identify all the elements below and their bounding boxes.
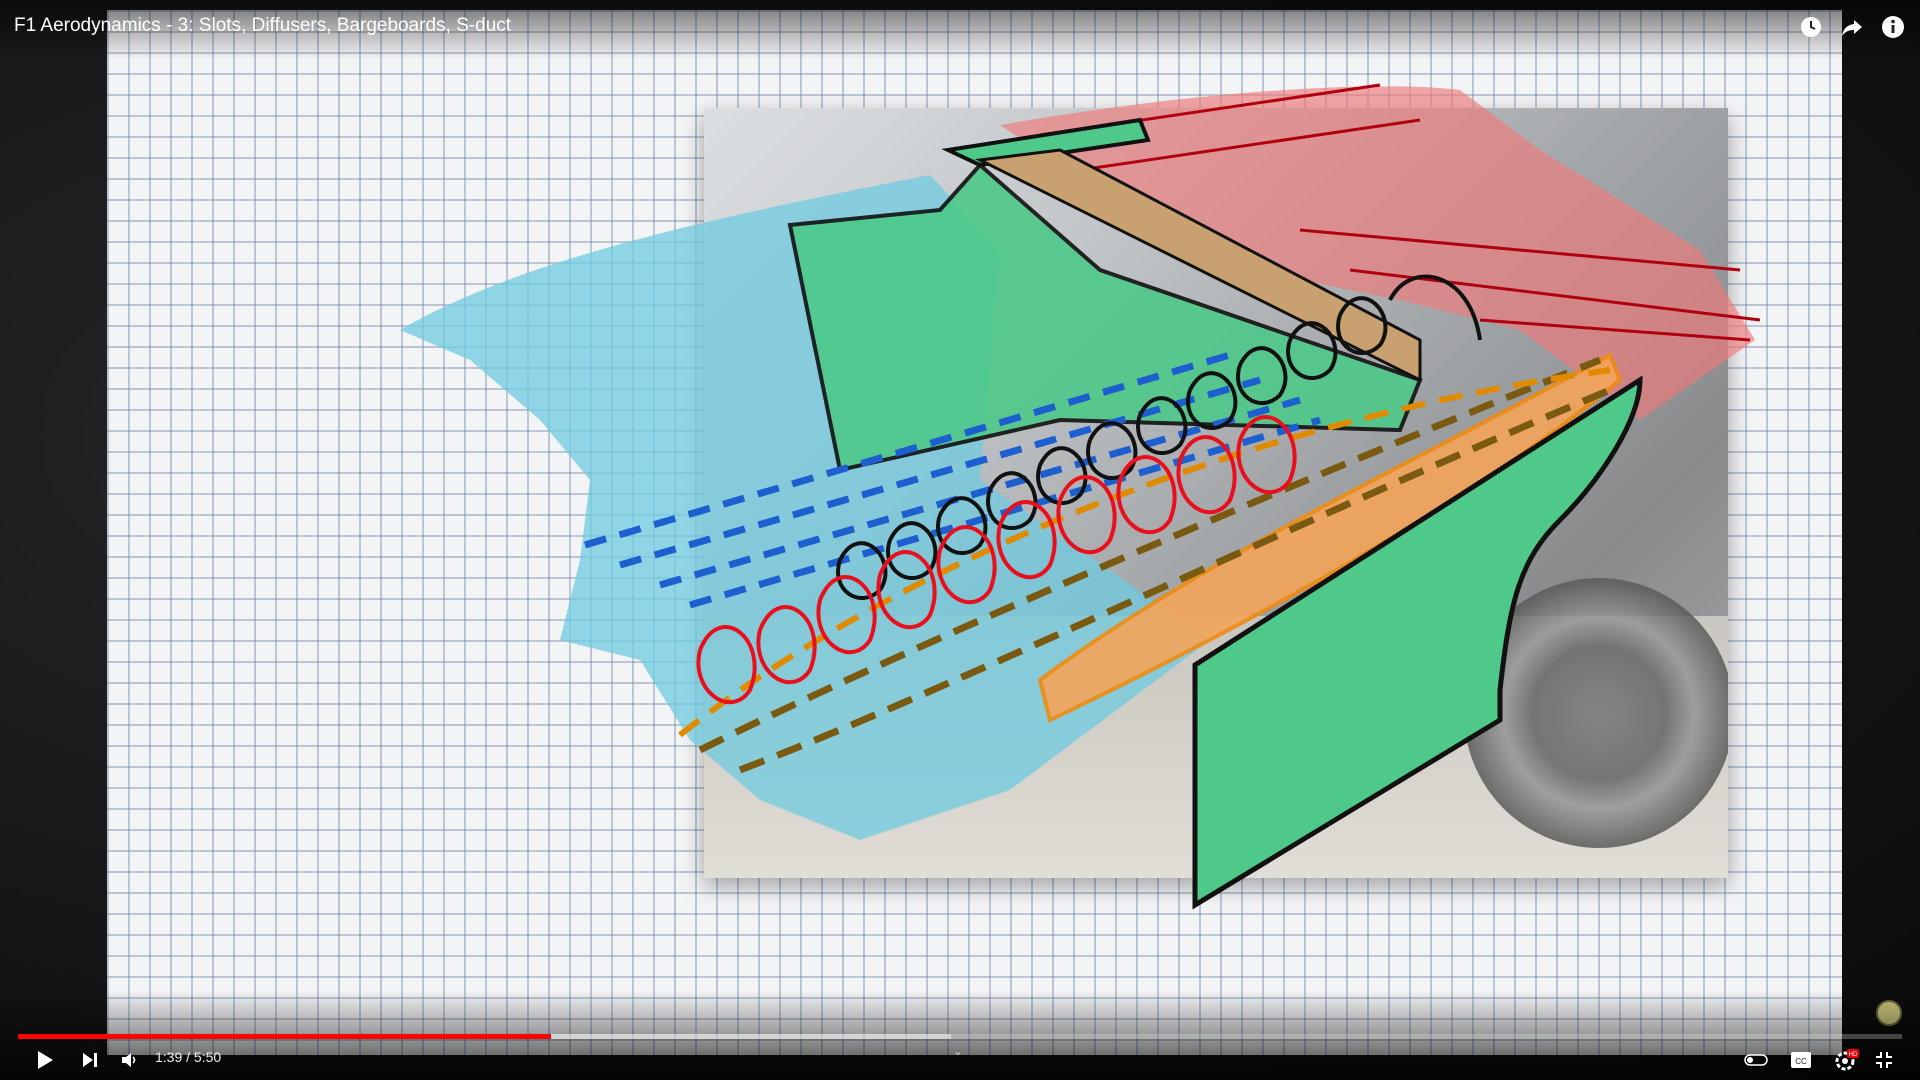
progress-bar[interactable] [18,1034,1902,1039]
brown-dashed-lines [698,356,1612,774]
info-icon[interactable] [1879,13,1907,41]
video-title-bar: F1 Aerodynamics - 3: Slots, Diffusers, B… [0,0,1920,60]
next-button[interactable] [76,1046,104,1074]
video-title[interactable]: F1 Aerodynamics - 3: Slots, Diffusers, B… [14,15,512,36]
volume-icon [122,1053,136,1067]
bargeboard-panel [1192,375,1643,910]
exit-fullscreen-button[interactable] [1870,1046,1898,1074]
orange-dashed-line [678,367,1611,738]
chevron-down-icon[interactable]: ⌄ [953,1044,964,1058]
subtitles-icon: CC [1791,1052,1811,1068]
share-icon[interactable] [1838,13,1866,41]
red-vortices [696,415,1297,705]
red-airflow [1000,86,1755,420]
volume-button[interactable] [116,1046,142,1074]
miniplayer-icon [1744,1054,1768,1066]
svg-text:HD: HD [1849,1052,1858,1058]
subtitles-button[interactable]: CC [1787,1046,1815,1074]
svg-text:CC: CC [1795,1057,1807,1066]
top-wing-plate [941,117,1151,168]
settings-icon: HD [1835,1049,1859,1071]
exit-fullscreen-icon [1876,1052,1892,1068]
watch-later-icon[interactable] [1797,13,1825,41]
play-button[interactable] [30,1046,58,1074]
miniplayer-button[interactable] [1742,1046,1770,1074]
time-display: 1:39 / 5:50 [155,1049,222,1065]
blue-airflow [400,175,1210,840]
progress-played [18,1034,551,1039]
settings-button[interactable]: HD [1831,1046,1861,1074]
next-icon [83,1053,97,1067]
play-icon [38,1051,53,1069]
